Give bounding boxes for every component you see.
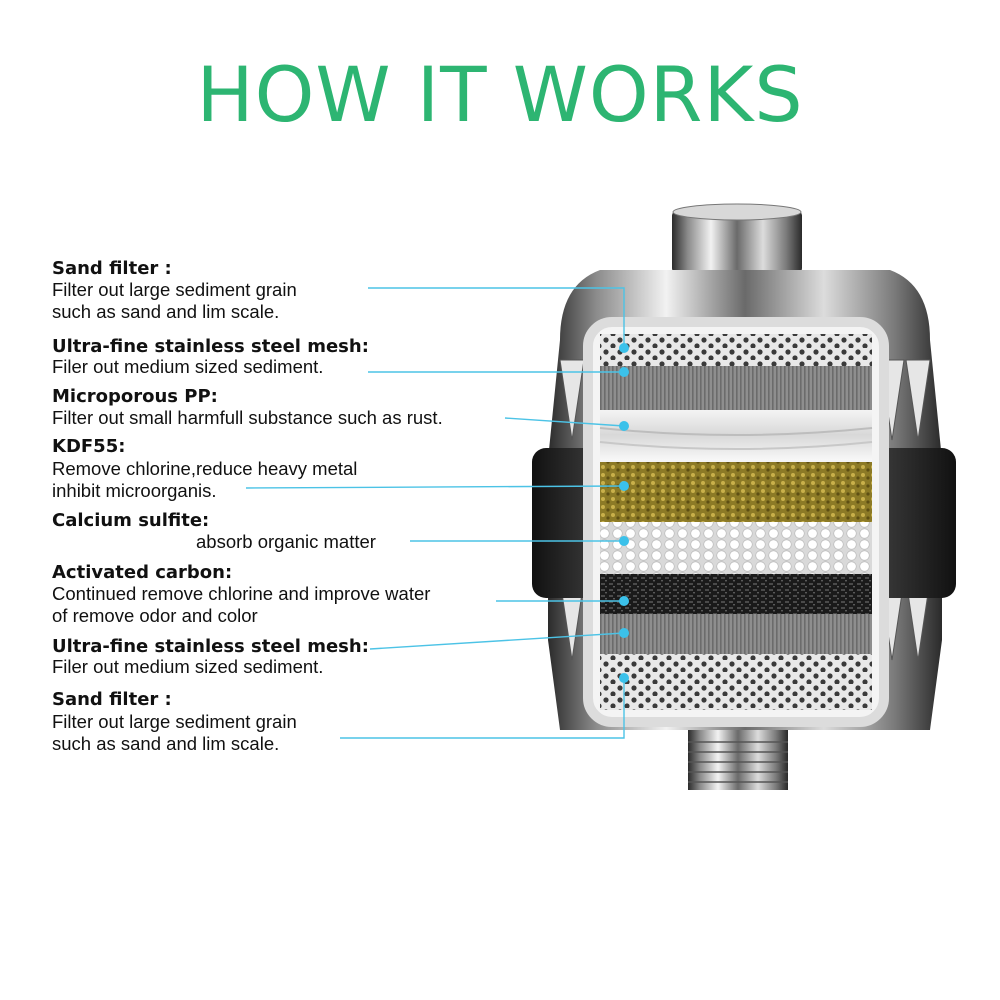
leader-line	[504, 417, 625, 427]
layer-description: such as sand and lim scale.	[52, 301, 280, 322]
leader-dots	[619, 343, 629, 683]
leader-dot	[619, 596, 629, 606]
layer-description: Filter out large sediment grain	[52, 279, 297, 300]
layer-description: inhibit microorganis.	[52, 480, 217, 501]
layer-title: Microporous PP:	[52, 386, 218, 407]
layer-title: KDF55:	[52, 436, 126, 457]
layer-description: Remove chlorine,reduce heavy metal	[52, 458, 358, 479]
layer-title: Ultra-fine stainless steel mesh:	[52, 336, 369, 357]
layer-description: such as sand and lim scale.	[52, 733, 280, 754]
layer-title: Sand filter :	[52, 258, 172, 279]
leader-dot	[619, 367, 629, 377]
layer-description: Filer out medium sized sediment.	[52, 356, 324, 377]
layer-description: Filter out small harmfull substance such…	[52, 407, 443, 428]
leader-lines	[245, 287, 625, 739]
layer-description: Filter out large sediment grain	[52, 711, 297, 732]
layer-description: Filer out medium sized sediment.	[52, 656, 324, 677]
leader-dot	[619, 628, 629, 638]
layer-title: Sand filter :	[52, 689, 172, 710]
leader-line	[368, 287, 625, 348]
leader-line	[245, 485, 625, 489]
layer-title: Ultra-fine stainless steel mesh:	[52, 636, 369, 657]
leader-dot	[619, 481, 629, 491]
leader-dot	[619, 343, 629, 353]
leader-dot	[619, 536, 629, 546]
layer-title: Activated carbon:	[52, 562, 233, 583]
page-title: HOW IT WORKS	[196, 50, 804, 139]
leader-line	[369, 632, 625, 650]
layer-description: Continued remove chlorine and improve wa…	[52, 583, 431, 604]
layer-description: absorb organic matter	[196, 531, 376, 552]
leader-line	[340, 678, 625, 739]
leader-dot	[619, 421, 629, 431]
layer-description: of remove odor and color	[52, 605, 258, 626]
leader-dot	[619, 673, 629, 683]
layer-title: Calcium sulfite:	[52, 510, 210, 531]
